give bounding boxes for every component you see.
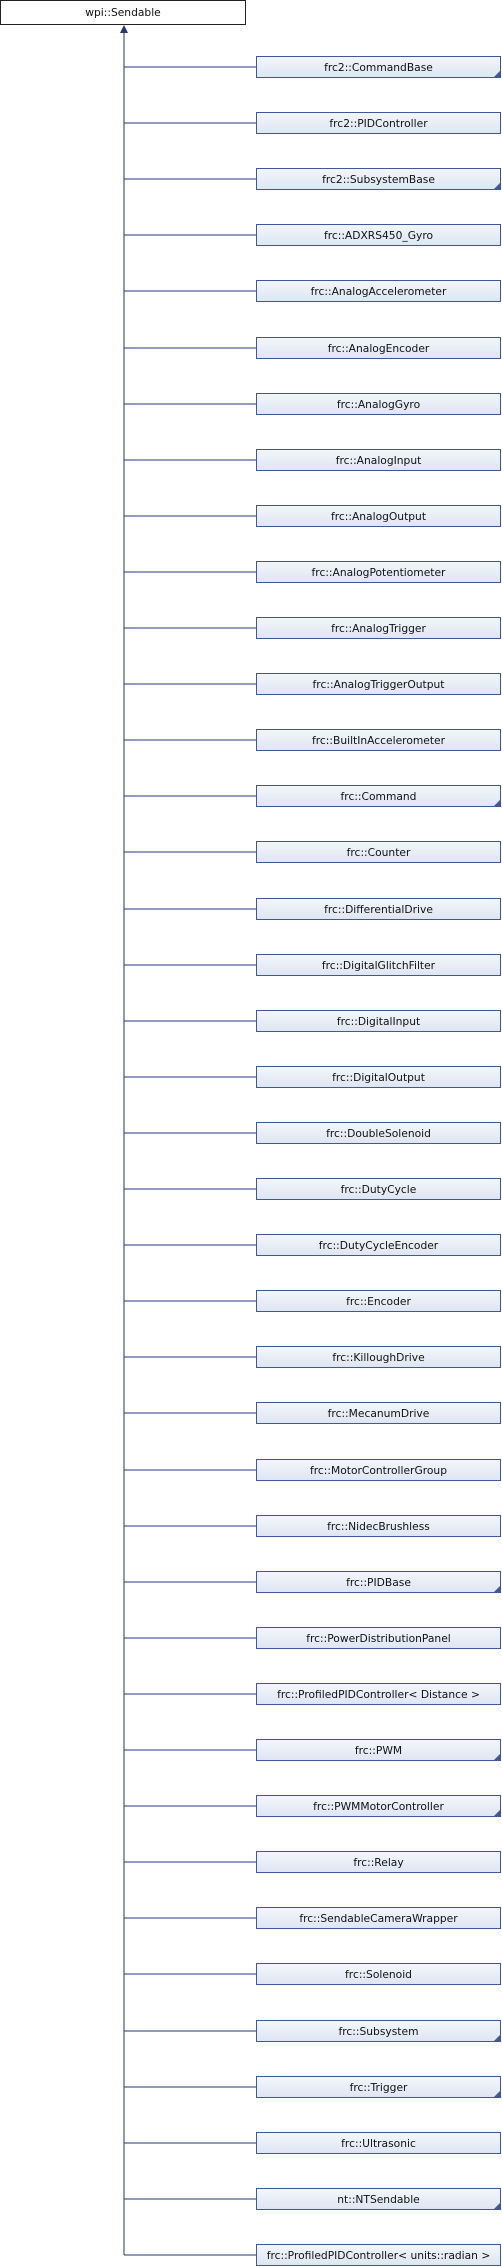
derived-class-node[interactable]: frc::Solenoid [256, 1963, 501, 1985]
derived-class-label: frc::DigitalOutput [332, 1070, 425, 1084]
collapsed-subclasses-icon [494, 2203, 500, 2209]
derived-class-label: frc::AnalogTrigger [331, 621, 426, 635]
derived-class-node[interactable]: frc::PWM [256, 1739, 501, 1761]
derived-class-label: frc::PowerDistributionPanel [306, 1631, 451, 1645]
collapsed-subclasses-icon [494, 1810, 500, 1816]
derived-class-node[interactable]: frc::Encoder [256, 1290, 501, 1312]
derived-class-node[interactable]: frc::PIDBase [256, 1571, 501, 1593]
derived-class-label: frc::BuiltInAccelerometer [312, 733, 445, 747]
derived-class-label: frc::DoubleSolenoid [326, 1126, 431, 1140]
derived-class-node[interactable]: frc::AnalogTrigger [256, 617, 501, 639]
derived-class-node[interactable]: frc::BuiltInAccelerometer [256, 729, 501, 751]
derived-class-label: frc::PIDBase [346, 1575, 411, 1589]
derived-class-node[interactable]: frc::AnalogEncoder [256, 337, 501, 359]
derived-class-label: frc::Command [340, 789, 417, 803]
derived-class-node[interactable]: frc2::CommandBase [256, 56, 501, 78]
derived-class-label: frc::AnalogOutput [330, 509, 427, 523]
root-class-node[interactable]: wpi::Sendable [0, 0, 246, 25]
derived-class-label: frc::AnalogEncoder [327, 341, 430, 355]
derived-class-node[interactable]: frc::AnalogPotentiometer [256, 561, 501, 583]
derived-class-node[interactable]: frc::Trigger [256, 2076, 501, 2098]
derived-class-node[interactable]: frc::PowerDistributionPanel [256, 1627, 501, 1649]
derived-class-node[interactable]: frc::AnalogOutput [256, 505, 501, 527]
derived-class-node[interactable]: frc::DutyCycle [256, 1178, 501, 1200]
derived-class-label: frc::KilloughDrive [332, 1350, 425, 1364]
collapsed-subclasses-icon [494, 1586, 500, 1592]
collapsed-subclasses-icon [494, 2091, 500, 2097]
root-class-label: wpi::Sendable [85, 6, 161, 19]
derived-class-label: frc::DigitalGlitchFilter [321, 958, 436, 972]
derived-class-node[interactable]: frc::Relay [256, 1851, 501, 1873]
derived-class-node[interactable]: frc::ProfiledPIDController< units::radia… [256, 2244, 501, 2266]
derived-class-node[interactable]: frc::Counter [256, 841, 501, 863]
collapsed-subclasses-icon [494, 800, 500, 806]
derived-class-label: frc::PWM [354, 1743, 403, 1757]
collapsed-subclasses-icon [494, 183, 500, 189]
derived-class-label: frc::AnalogAccelerometer [310, 284, 447, 298]
derived-class-label: frc::Ultrasonic [341, 2136, 416, 2150]
derived-class-label: frc::AnalogGyro [336, 397, 421, 411]
derived-class-node[interactable]: frc::AnalogAccelerometer [256, 280, 501, 302]
derived-class-node[interactable]: frc::AnalogGyro [256, 393, 501, 415]
inheritance-arrowhead [120, 25, 128, 33]
derived-class-label: frc::ADXRS450_Gyro [323, 228, 434, 242]
derived-class-node[interactable]: frc::MecanumDrive [256, 1402, 501, 1424]
derived-class-label: frc::SendableCameraWrapper [299, 1911, 458, 1925]
derived-class-label: frc::DutyCycleEncoder [318, 1238, 439, 1252]
derived-class-node[interactable]: frc::NidecBrushless [256, 1515, 501, 1537]
derived-class-label: frc::ProfiledPIDController< units::radia… [266, 2248, 491, 2262]
derived-class-node[interactable]: frc::SendableCameraWrapper [256, 1907, 501, 1929]
derived-class-node[interactable]: frc::MotorControllerGroup [256, 1459, 501, 1481]
collapsed-subclasses-icon [494, 1754, 500, 1760]
collapsed-subclasses-icon [494, 71, 500, 77]
derived-class-node[interactable]: frc::ADXRS450_Gyro [256, 224, 501, 246]
derived-class-label: frc::DutyCycle [340, 1182, 417, 1196]
derived-class-label: frc::PWMMotorController [313, 1799, 444, 1813]
derived-class-node[interactable]: frc::Command [256, 785, 501, 807]
derived-class-node[interactable]: frc::KilloughDrive [256, 1346, 501, 1368]
derived-class-node[interactable]: frc::DifferentialDrive [256, 898, 501, 920]
derived-class-label: frc2::PIDController [329, 116, 428, 130]
derived-class-label: frc::Relay [353, 1855, 404, 1869]
derived-class-node[interactable]: frc::AnalogInput [256, 449, 501, 471]
derived-class-node[interactable]: frc::DigitalInput [256, 1010, 501, 1032]
derived-class-node[interactable]: frc::Subsystem [256, 2020, 501, 2042]
derived-class-label: frc::Solenoid [345, 1967, 412, 1981]
derived-class-label: frc::DigitalInput [336, 1014, 421, 1028]
derived-class-node[interactable]: frc::Ultrasonic [256, 2132, 501, 2154]
derived-class-label: frc::Subsystem [338, 2024, 419, 2038]
derived-class-node[interactable]: frc::DutyCycleEncoder [256, 1234, 501, 1256]
derived-class-label: frc::ProfiledPIDController< Distance > [277, 1687, 480, 1701]
derived-class-label: nt::NTSendable [337, 2192, 420, 2206]
derived-class-label: frc::MotorControllerGroup [310, 1463, 447, 1477]
derived-class-label: frc::Trigger [349, 2080, 408, 2094]
derived-class-node[interactable]: frc::DigitalGlitchFilter [256, 954, 501, 976]
derived-class-label: frc::Encoder [346, 1294, 411, 1308]
derived-class-node[interactable]: frc::DoubleSolenoid [256, 1122, 501, 1144]
derived-class-node[interactable]: frc::ProfiledPIDController< Distance > [256, 1683, 501, 1705]
derived-class-label: frc2::SubsystemBase [322, 172, 435, 186]
derived-class-label: frc::AnalogTriggerOutput [312, 677, 445, 691]
derived-class-label: frc::Counter [346, 845, 411, 859]
derived-class-node[interactable]: nt::NTSendable [256, 2188, 501, 2210]
derived-class-label: frc::MecanumDrive [327, 1406, 430, 1420]
derived-class-label: frc2::CommandBase [324, 60, 433, 74]
derived-class-label: frc::DifferentialDrive [324, 902, 433, 916]
derived-class-label: frc::AnalogPotentiometer [311, 565, 446, 579]
derived-class-node[interactable]: frc::AnalogTriggerOutput [256, 673, 501, 695]
collapsed-subclasses-icon [494, 2035, 500, 2041]
derived-class-node[interactable]: frc2::SubsystemBase [256, 168, 501, 190]
derived-class-node[interactable]: frc2::PIDController [256, 112, 501, 134]
derived-class-label: frc::NidecBrushless [327, 1519, 430, 1533]
derived-class-node[interactable]: frc::DigitalOutput [256, 1066, 501, 1088]
derived-class-label: frc::AnalogInput [335, 453, 422, 467]
derived-class-node[interactable]: frc::PWMMotorController [256, 1795, 501, 1817]
